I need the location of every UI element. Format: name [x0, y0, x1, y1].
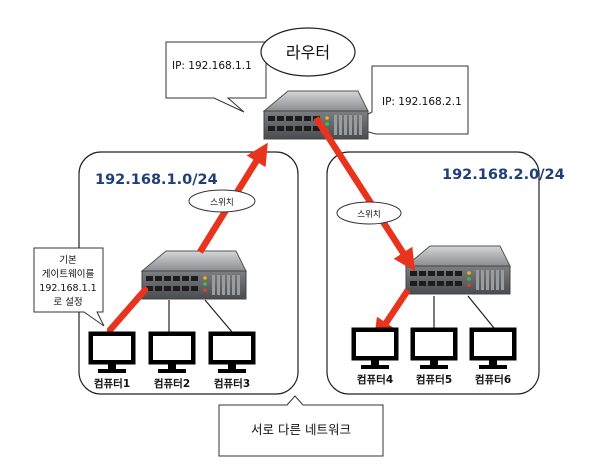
- router-name-label: 라우터: [286, 43, 330, 62]
- gateway-note-callout: [33, 247, 105, 327]
- computer-2-label: 컴퓨터2: [154, 377, 190, 390]
- router-right-ip-label: IP: 192.168.2.1: [382, 96, 462, 108]
- switch-device-left: [141, 250, 247, 300]
- network-label-right: 192.168.2.0/24: [442, 167, 565, 183]
- computer-1-label: 컴퓨터1: [94, 377, 130, 390]
- gateway-note-line-3: 192.168.1.1: [39, 283, 96, 294]
- computer-3-label: 컴퓨터3: [214, 377, 250, 390]
- footer-note-label: 서로 다른 네트워크: [251, 422, 351, 437]
- switch-label-ellipse-left: [188, 189, 256, 213]
- network-label-left: 192.168.1.0/24: [95, 172, 218, 188]
- computer-5-label: 컴퓨터5: [416, 373, 452, 386]
- switch-label-ellipse-right: [336, 201, 402, 225]
- router-right-ip-callout: [344, 65, 469, 135]
- router-left-ip-callout: [165, 41, 267, 113]
- computer-4-label: 컴퓨터4: [357, 373, 393, 386]
- arrow-pc1-to-switch: [106, 286, 149, 334]
- router-left-ip-label: IP: 192.168.1.1: [172, 60, 252, 72]
- computer-6-label: 컴퓨터6: [475, 373, 511, 386]
- computer-6-monitor: [469, 327, 517, 370]
- computer-4-monitor: [351, 327, 399, 370]
- gateway-note-line-2: 게이트웨이를: [42, 268, 95, 280]
- computer-1-monitor: [88, 331, 136, 374]
- gateway-note-line-1: 기본: [59, 255, 77, 266]
- footer-note-callout: [218, 395, 384, 457]
- computer-2-monitor: [148, 331, 196, 374]
- router-device: [263, 90, 369, 140]
- switch-device-right: [405, 245, 511, 295]
- cable-switch2-pc6: [467, 295, 495, 329]
- computer-3-monitor: [208, 331, 256, 374]
- switch-label-left: 스위치: [210, 198, 233, 208]
- arrow-router-to-switch: [313, 116, 415, 272]
- arrow-switch-to-pc4: [373, 288, 411, 342]
- switch-label-right: 스위치: [357, 210, 380, 220]
- gateway-note-line-4: 로 설정: [53, 297, 82, 308]
- router-name-ellipse: [260, 27, 356, 77]
- cable-switch1-pc3: [204, 299, 233, 333]
- computer-5-monitor: [410, 327, 458, 370]
- network-box-right: [326, 151, 540, 395]
